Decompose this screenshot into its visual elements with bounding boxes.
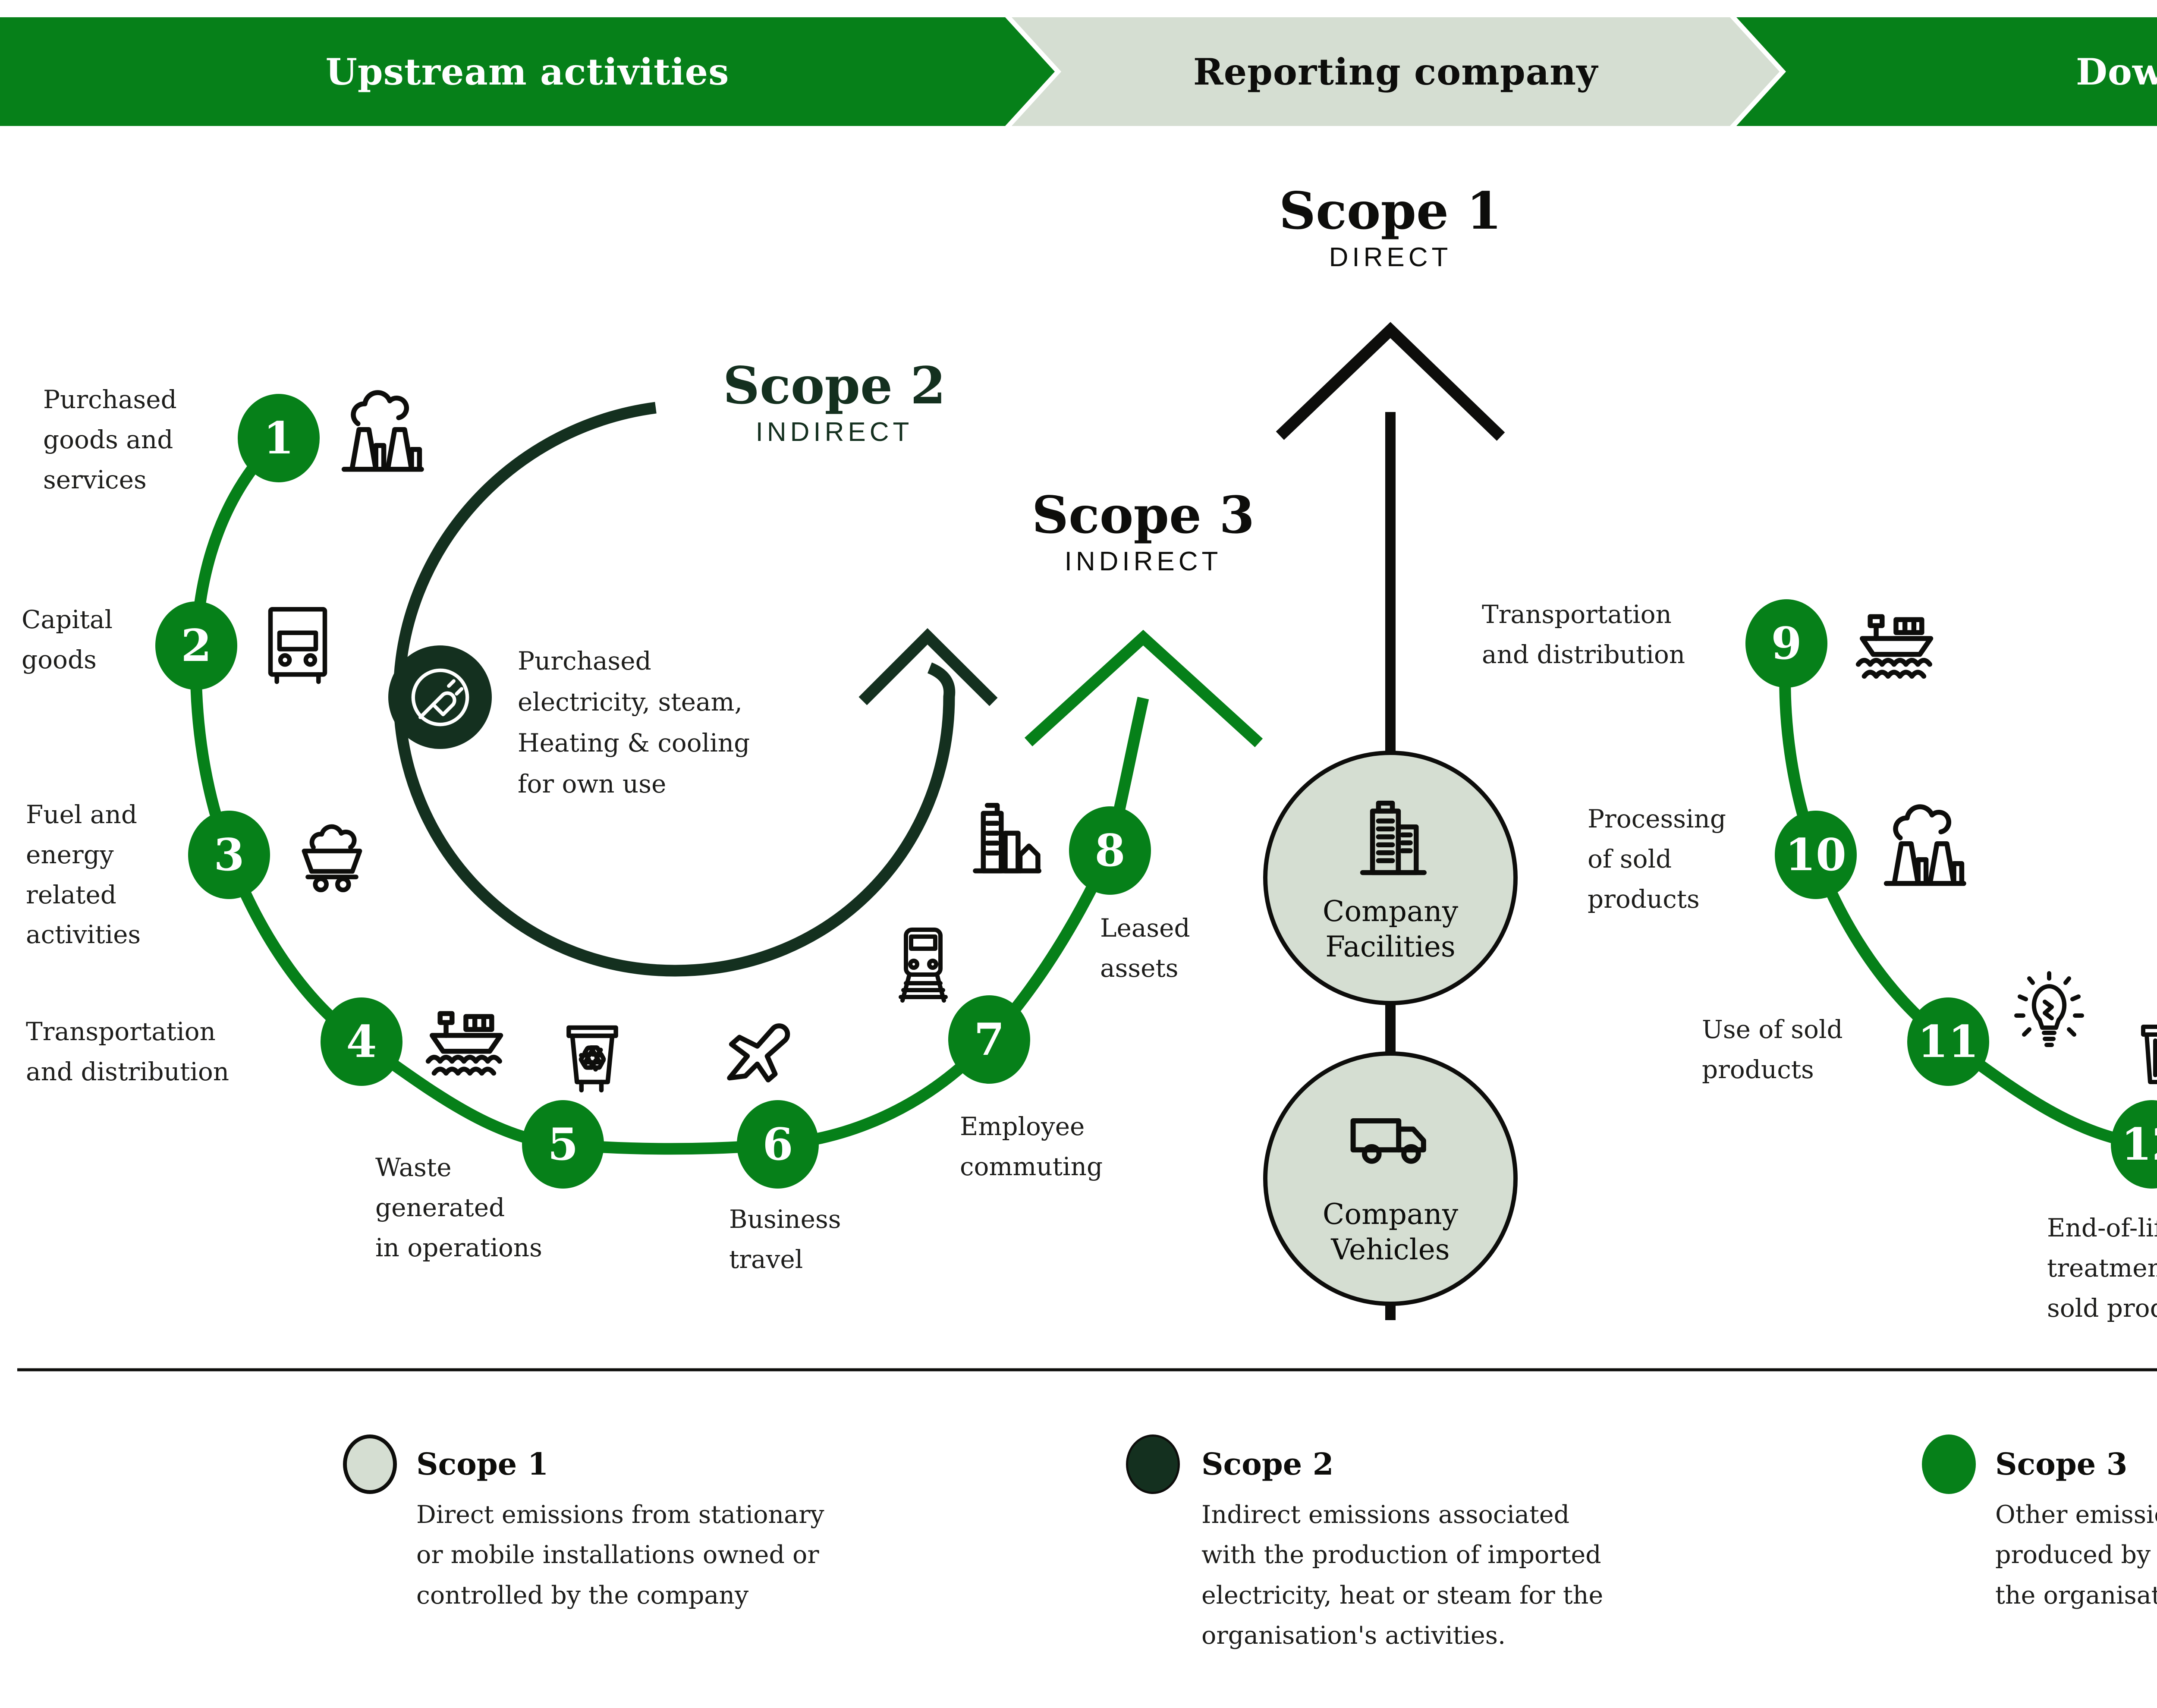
- scope2-subtitle: INDIRECT: [755, 417, 913, 447]
- item-6-number: 6: [737, 1100, 819, 1189]
- item-9-number: 9: [1745, 599, 1827, 688]
- scope1-title: Scope 1: [1279, 181, 1502, 241]
- recycle-bin-icon: [547, 1010, 638, 1100]
- factory-icon: [332, 384, 431, 483]
- banner-downstream-label: Downstream activities: [2075, 50, 2157, 93]
- legend-scope3-title: Scope 3: [1995, 1446, 2128, 1482]
- item-10-number: 10: [1775, 811, 1857, 899]
- city-buildings-icon: [956, 790, 1055, 889]
- item-8-label: Leased assets: [1100, 913, 1190, 983]
- scope2-loop-arc: [393, 402, 956, 977]
- legend-scope3-description: Other emissions indirectly produced by a…: [1995, 1500, 2157, 1610]
- train-icon: [880, 921, 966, 1007]
- legend-scope1-title: Scope 1: [416, 1446, 549, 1482]
- scope1-arrow-icon: [1276, 322, 1505, 441]
- legend-scope2-description: Indirect emissions associated with the p…: [1201, 1500, 1604, 1650]
- company-vehicles-circle: Company Vehicles: [1263, 1051, 1518, 1306]
- item-1-label: Purchased goods and services: [43, 385, 177, 494]
- office-building-icon: [1341, 791, 1440, 890]
- scope3-left-arrow-icon: [1024, 629, 1263, 747]
- item-12-label: End-of-life treatment of sold products: [2047, 1213, 2157, 1323]
- factory-icon: [1874, 798, 1974, 897]
- item-11-label: Use of sold products: [1702, 1015, 1843, 1084]
- banner-upstream: Upstream activities: [0, 17, 1055, 126]
- company-facilities-label: Company Facilities: [1322, 894, 1459, 964]
- cargo-ship-icon: [1846, 589, 1946, 688]
- item-5-number: 5: [522, 1100, 604, 1189]
- item-3-label: Fuel and energy related activities: [26, 800, 141, 950]
- legend-scope2-title: Scope 2: [1201, 1446, 1334, 1482]
- item-2-label: Capital goods: [22, 605, 113, 674]
- trash-bin-icon: [2117, 1010, 2157, 1096]
- banner-downstream: Downstream activities: [1736, 17, 2157, 126]
- light-bulb-icon: [2006, 971, 2092, 1057]
- scope3-left-heading: Scope 3 INDIRECT: [1032, 490, 1255, 575]
- truck-icon: [1339, 1090, 1442, 1193]
- legend-scope1-description: Direct emissions from stationary or mobi…: [416, 1500, 824, 1610]
- legend-scope3-dot: [1922, 1434, 1976, 1494]
- scope3-left-subtitle: INDIRECT: [1064, 547, 1222, 576]
- item-3-number: 3: [188, 811, 270, 899]
- scope2-title: Scope 2: [723, 355, 946, 415]
- scope3-left-title: Scope 3: [1031, 485, 1255, 545]
- scope1-subtitle: DIRECT: [1329, 242, 1452, 272]
- item-4-label: Transportation and distribution: [26, 1017, 230, 1086]
- item-9-label: Transportation and distribution: [1482, 600, 1685, 669]
- cargo-ship-icon: [416, 986, 516, 1085]
- item-6-label: Business travel: [729, 1205, 841, 1274]
- scope1-heading: Scope 1 DIRECT: [1279, 186, 1502, 271]
- scope2-arrow-icon: [858, 628, 998, 706]
- item-10-label: Processing of sold products: [1588, 804, 1726, 914]
- scope2-plug-badge: [388, 645, 492, 749]
- item-5-label: Waste generated in operations: [375, 1153, 542, 1262]
- banner-upstream-label: Upstream activities: [325, 50, 729, 93]
- company-vehicles-label: Company Vehicles: [1322, 1197, 1459, 1267]
- power-plug-icon: [405, 662, 476, 733]
- item-1-number: 1: [238, 394, 320, 482]
- banner-reporting: Reporting company: [1012, 17, 1780, 126]
- legend-scope1-dot: [343, 1434, 397, 1494]
- item-2-number: 2: [155, 601, 237, 690]
- item-7-number: 7: [948, 995, 1030, 1084]
- airplane-icon: [710, 997, 809, 1096]
- item-7-label: Employee commuting: [960, 1112, 1103, 1181]
- delivery-truck-icon: [252, 598, 343, 689]
- banner-reporting-label: Reporting company: [1193, 50, 1598, 93]
- item-4-number: 4: [321, 997, 402, 1086]
- legend-scope2-dot: [1126, 1434, 1180, 1494]
- company-facilities-circle: Company Facilities: [1263, 751, 1518, 1005]
- item-8-number: 8: [1069, 806, 1151, 895]
- scope2-heading: Scope 2 INDIRECT: [723, 360, 946, 446]
- scope2-note: Purchased electricity, steam, Heating & …: [518, 646, 750, 799]
- item-11-number: 11: [1907, 997, 1989, 1086]
- coal-cart-icon: [286, 805, 378, 897]
